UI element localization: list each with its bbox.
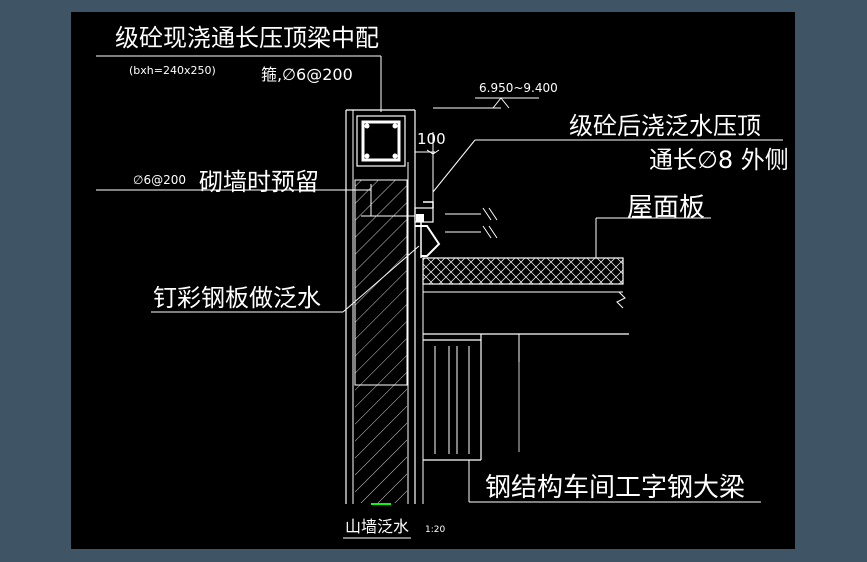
flashing-label: 钉彩钢板做泛水	[153, 284, 321, 312]
dimension-100: 100	[415, 130, 446, 180]
top-title-label: 级砼现浇通长压顶梁中配	[115, 24, 379, 52]
dim-100-label: 100	[417, 130, 446, 148]
stirrup-label: 箍,∅6@200	[261, 65, 353, 84]
roof-slab	[422, 217, 711, 335]
steel-beam-label: 钢结构车间工字钢大梁	[485, 473, 745, 503]
roof-slab-label: 屋面板	[627, 193, 705, 223]
note-leader-diag	[432, 139, 476, 193]
right-note-1: 级砼后浇泛水压顶	[569, 112, 761, 140]
cad-drawing-canvas: 100 6.950~9.400	[71, 12, 795, 549]
elevation-label: 6.950~9.400	[479, 81, 558, 95]
drawing-title: 山墙泛水	[345, 517, 409, 536]
section-drawing: 100 6.950~9.400	[96, 24, 789, 539]
crown-beam	[356, 115, 406, 167]
anchor-bolts	[445, 207, 498, 239]
scale-label: 1:20	[425, 525, 445, 535]
reserve-label: 砌墙时预留	[199, 168, 319, 196]
beam-dim-label: (bxh=240x250)	[129, 64, 216, 77]
reserved-slot	[361, 184, 434, 223]
spacing-label: ∅6@200	[133, 173, 186, 187]
wall-hatch-lower	[355, 385, 407, 503]
elevation-marker: 6.950~9.400	[433, 81, 558, 109]
wall-hatch-section	[354, 179, 408, 386]
right-note-2: 通长∅8 外侧	[649, 146, 789, 174]
steel-i-beam	[422, 334, 761, 504]
flashing-detail	[415, 180, 441, 258]
flashing-leader-diag	[342, 245, 420, 313]
masonry-wall	[345, 109, 416, 504]
